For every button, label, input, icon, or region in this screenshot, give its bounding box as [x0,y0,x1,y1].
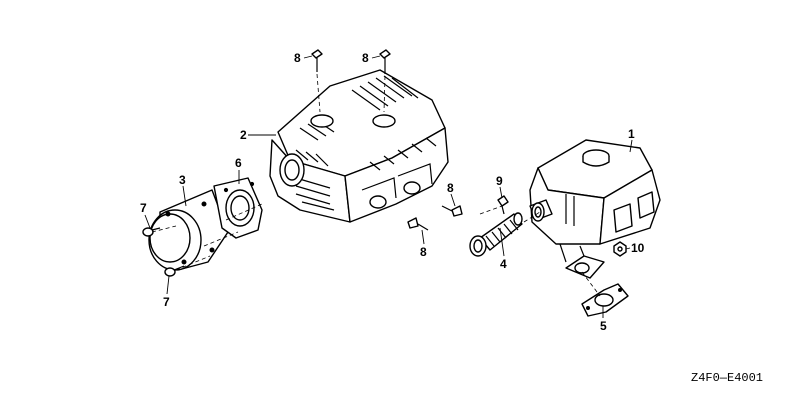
callout-5: 5 [600,319,607,333]
muffler-protector [269,69,449,223]
screws [142,49,627,277]
callout-labels: 1 2 3 4 5 6 7 7 8 8 8 8 9 10 [140,51,645,333]
callout-8-top-right: 8 [362,51,369,65]
callout-7-lower: 7 [163,295,170,309]
nut-10 [613,241,627,257]
screw-7b [164,265,185,277]
leader-lines [144,55,633,318]
spark-arrester [469,212,523,257]
callout-3: 3 [179,173,186,187]
diagram-code: Z4F0—E4001 [691,371,763,385]
callout-4: 4 [500,257,507,271]
screw-9 [497,195,509,215]
callout-8-top-left: 8 [294,51,301,65]
callout-8-right: 8 [447,181,454,195]
screw-8c [441,205,463,217]
callout-10: 10 [631,241,645,255]
screw-8b [379,49,391,74]
screw-7a [142,227,161,237]
screw-8a [311,49,323,72]
muffler-cover-cap [148,189,229,271]
callout-2: 2 [240,128,247,142]
assembly-lines [151,73,601,297]
callout-6: 6 [235,156,242,170]
cover-gasket [213,177,263,239]
callout-9: 9 [496,174,503,188]
callout-7-upper: 7 [140,201,147,215]
callout-1: 1 [628,127,635,141]
exhaust-gasket [581,283,629,317]
screw-8d [407,217,429,231]
muffler-body [529,139,661,279]
callout-8-lower: 8 [420,245,427,259]
